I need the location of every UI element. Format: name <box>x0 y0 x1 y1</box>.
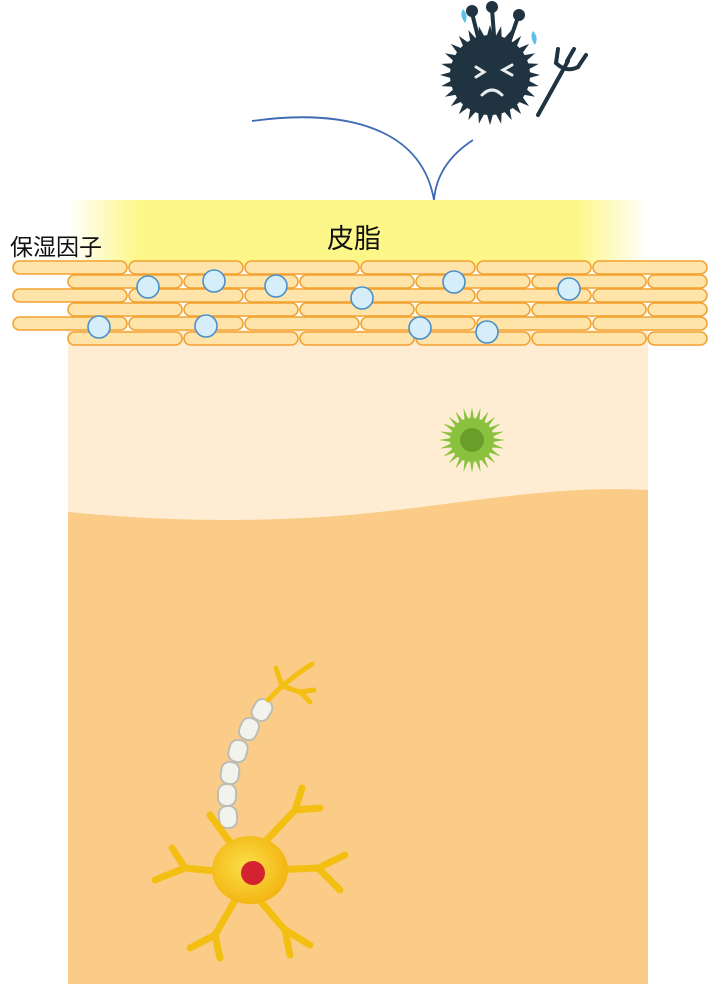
germ-arc-line-2 <box>433 139 474 201</box>
corneum-cell <box>647 302 708 317</box>
corneum-cell <box>647 274 708 289</box>
moisturizing-factor-label: 保湿因子 <box>10 235 102 261</box>
corneum-cell <box>244 288 360 303</box>
moisture-droplet <box>408 316 432 340</box>
moisture-droplet <box>87 315 111 339</box>
corneum-cell <box>299 331 415 346</box>
sweat-drop-icon <box>531 31 537 45</box>
corneum-cell <box>67 302 183 317</box>
corneum-cell <box>183 302 299 317</box>
germ-arc-line <box>251 116 435 201</box>
corneum-cell <box>476 316 592 331</box>
sweat-drop-icon <box>461 9 467 23</box>
moisture-droplet <box>202 269 226 293</box>
corneum-cell <box>244 316 360 331</box>
moisture-droplet <box>264 274 288 298</box>
corneum-cell <box>647 331 708 346</box>
moisture-droplet <box>136 275 160 299</box>
corneum-cell <box>12 288 128 303</box>
moisture-droplet <box>350 286 374 310</box>
sebum-layer <box>68 200 648 268</box>
germ-green-icon <box>439 407 505 473</box>
corneum-cell <box>12 260 128 275</box>
corneum-cell <box>67 331 183 346</box>
corneum-cell <box>128 260 244 275</box>
moisture-droplet <box>442 270 466 294</box>
stratum-corneum <box>12 260 708 346</box>
moisturizing-factor-droplets <box>87 269 581 344</box>
corneum-cell <box>592 260 708 275</box>
corneum-cell <box>415 274 531 289</box>
moisture-droplet <box>194 314 218 338</box>
corneum-cell <box>415 302 531 317</box>
corneum-cell <box>360 260 476 275</box>
corneum-cell <box>128 316 244 331</box>
corneum-cell <box>531 331 647 346</box>
moisture-droplet <box>557 277 581 301</box>
germ-dark-icon <box>440 1 588 125</box>
sebum-label: 皮脂 <box>327 224 381 255</box>
corneum-cell <box>67 274 183 289</box>
neuron-nucleus <box>241 861 265 885</box>
corneum-cell <box>244 260 360 275</box>
corneum-cell <box>531 274 647 289</box>
corneum-cell <box>299 274 415 289</box>
corneum-cell <box>476 260 592 275</box>
moisture-droplet <box>475 320 499 344</box>
corneum-cell <box>592 316 708 331</box>
corneum-cell <box>415 331 531 346</box>
trident-icon <box>536 47 588 117</box>
neuron-icon <box>151 661 349 962</box>
corneum-cell <box>531 302 647 317</box>
lower-dermis <box>68 489 648 984</box>
corneum-cell <box>592 288 708 303</box>
